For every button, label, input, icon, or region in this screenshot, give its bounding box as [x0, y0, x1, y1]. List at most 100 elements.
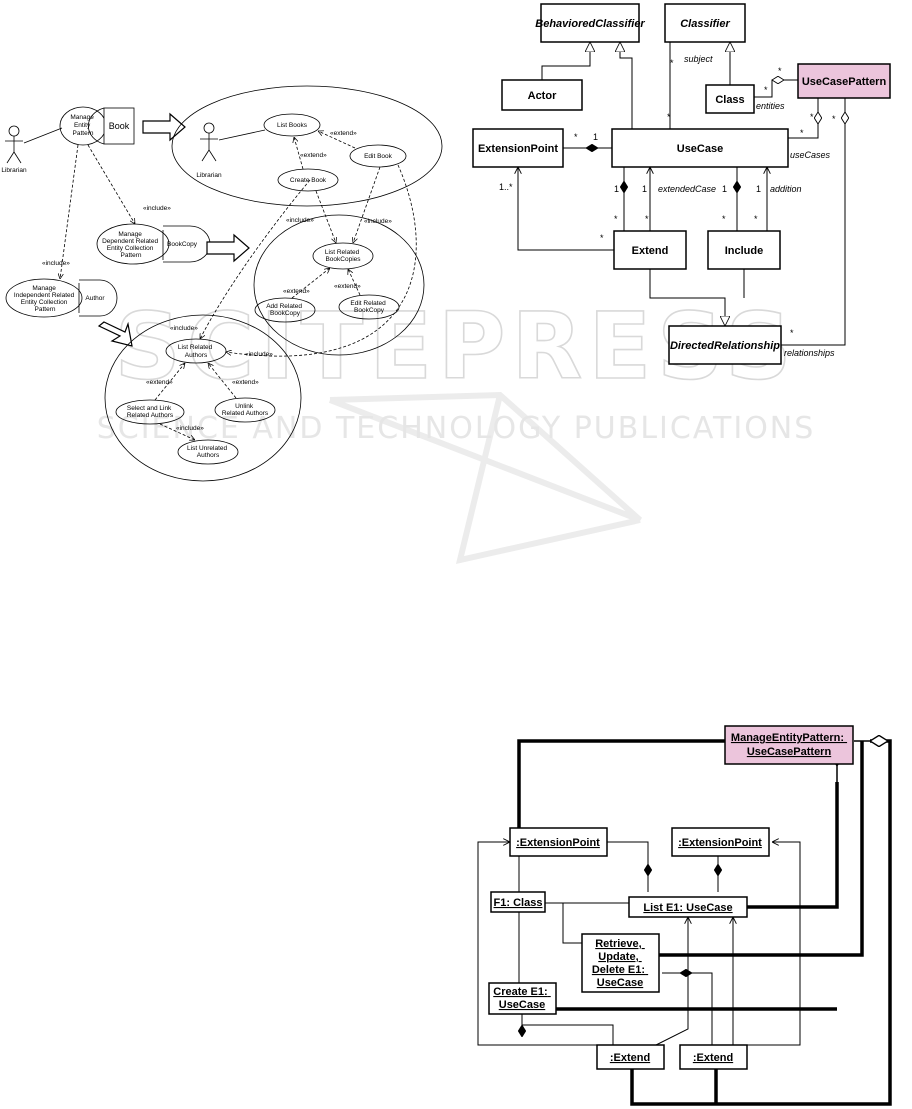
role-subject: subject	[684, 54, 713, 64]
label-rud-usecase: Retrieve, Update, Delete E1: UseCase	[592, 938, 648, 989]
role-relationships: relationships	[784, 348, 835, 358]
label-extend-1: :Extend	[610, 1052, 650, 1064]
usecase-manage-independent: Manage Independent Related Entity Collec…	[14, 285, 76, 313]
mult-15: *	[645, 214, 649, 224]
label-include-7: «include»	[245, 351, 273, 358]
mult-7: *	[800, 128, 804, 138]
mult-8: *	[810, 112, 814, 122]
label-extend-5: «extend»	[146, 379, 173, 386]
box-extend-1	[596, 1044, 665, 1070]
label-extend-3: «extend»	[283, 288, 310, 295]
usecase-list-books: List Books	[277, 122, 308, 129]
usecase-class-author: Author	[85, 295, 105, 302]
box-extension-point	[472, 128, 564, 168]
usecase-list-related-authors: List Related Authors	[178, 344, 214, 359]
mult-20: *	[790, 328, 794, 338]
mult-13: 1	[756, 184, 761, 194]
label-create-usecase: Create E1: UseCase	[493, 986, 550, 1011]
box-ext-point-2	[671, 827, 770, 857]
mult-12: 1	[722, 184, 727, 194]
usecase-unlink-authors: Unlink Related Authors	[222, 403, 269, 417]
usecase-edit-related-bookcopy: Edit Related BookCopy	[350, 300, 387, 314]
box-class-f1	[490, 891, 546, 913]
mult-3: *	[670, 58, 674, 68]
box-include	[707, 230, 781, 270]
label-directed-relationship: DirectedRelationship	[670, 340, 780, 352]
mult-19: *	[600, 233, 604, 243]
mult-14: *	[614, 214, 618, 224]
label-use-case: UseCase	[677, 143, 723, 155]
mult-1: *	[574, 132, 578, 142]
box-list-usecase	[628, 896, 748, 918]
box-actor	[501, 79, 583, 111]
usecase-select-link-authors: Select and Link Related Authors	[127, 405, 174, 419]
expansion-circle-1	[171, 85, 443, 207]
label-extend-6: «extend»	[232, 379, 259, 386]
mult-17: *	[754, 214, 758, 224]
label-extend-2: :Extend	[693, 1052, 733, 1064]
expansion-circle-3	[104, 314, 302, 482]
label-extension-point: ExtensionPoint	[478, 143, 558, 155]
label-class-f1: F1: Class	[494, 897, 543, 909]
label-class: Class	[715, 94, 744, 106]
actor-label-left: Librarian	[1, 167, 27, 174]
mult-16: *	[722, 214, 726, 224]
label-ext-point-2: :ExtensionPoint	[678, 837, 762, 849]
usecase-manage-entity: Manage Entity Pattern	[70, 114, 95, 137]
box-extend-2	[679, 1044, 748, 1070]
expansion-circle-2	[253, 214, 425, 356]
usecase-class-bookcopy: BookCopy	[167, 241, 198, 248]
mult-6: *	[778, 66, 782, 76]
role-entities: entities	[756, 101, 785, 111]
role-use-cases: useCases	[790, 150, 831, 160]
mult-18: 1..*	[499, 182, 513, 192]
actor-label-right: Librarian	[196, 172, 222, 179]
box-use-case	[611, 128, 789, 168]
box-directed-relationship	[668, 325, 782, 365]
metamodel-annotations: * 1 * subject * * entities * * useCases …	[499, 54, 836, 358]
box-extend	[613, 230, 687, 270]
label-actor: Actor	[528, 90, 557, 102]
label-include-4: «include»	[364, 218, 392, 225]
label-classifier: Classifier	[680, 18, 730, 30]
label-include-6: «include»	[170, 325, 198, 332]
usecase-edit-book: Edit Book	[364, 153, 393, 160]
mult-10: 1	[614, 184, 619, 194]
box-rud-usecase	[581, 933, 660, 993]
usecase-diagram: Librarian Manage Entity Pattern Book Man…	[1, 85, 443, 482]
actor-librarian-right	[200, 122, 218, 162]
usecase-add-related-bookcopy: Add Related BookCopy	[266, 303, 304, 317]
label-include-3: «include»	[286, 217, 314, 224]
actor-librarian-left	[5, 125, 23, 164]
usecase-manage-dependent: Manage Dependent Related Entity Collecti…	[102, 231, 160, 259]
usecase-create-book: Create Book	[290, 177, 327, 184]
mult-4: *	[667, 112, 671, 122]
mult-5: *	[764, 85, 768, 95]
expand-arrow-2	[206, 233, 250, 263]
role-addition: addition	[770, 184, 802, 194]
box-create-usecase	[488, 982, 557, 1015]
label-include: Include	[725, 245, 764, 257]
role-extended-case: extendedCase	[658, 184, 716, 194]
label-manage-entity-pattern: ManageEntityPattern: UseCasePattern	[731, 732, 847, 758]
label-use-case-pattern: UseCasePattern	[802, 76, 887, 88]
expand-arrow-3	[97, 321, 133, 347]
instance-diagram: ManageEntityPattern: UseCasePattern :Ext…	[477, 725, 892, 1106]
metamodel-diagram: BehavioredClassifier Classifier Actor Cl…	[472, 3, 891, 365]
label-include-1: «include»	[143, 205, 171, 212]
usecase-class-book: Book	[109, 121, 130, 131]
mult-9: *	[832, 114, 836, 124]
label-ext-point-1: :ExtensionPoint	[516, 837, 600, 849]
box-use-case-pattern	[797, 63, 891, 99]
usecase-list-unrelated-authors: List Unrelated Authors	[187, 445, 229, 459]
mult-11: 1	[642, 184, 647, 194]
box-ext-point-1	[509, 827, 608, 857]
label-extend: Extend	[632, 245, 669, 257]
label-extend-4: «extend»	[334, 283, 361, 290]
label-extend-1: «extend»	[300, 152, 327, 159]
box-manage-entity-pattern	[724, 725, 854, 765]
label-include-5: «include»	[176, 425, 204, 432]
label-list-usecase: List E1: UseCase	[643, 902, 732, 914]
label-behaviored-classifier: BehavioredClassifier	[535, 18, 645, 30]
